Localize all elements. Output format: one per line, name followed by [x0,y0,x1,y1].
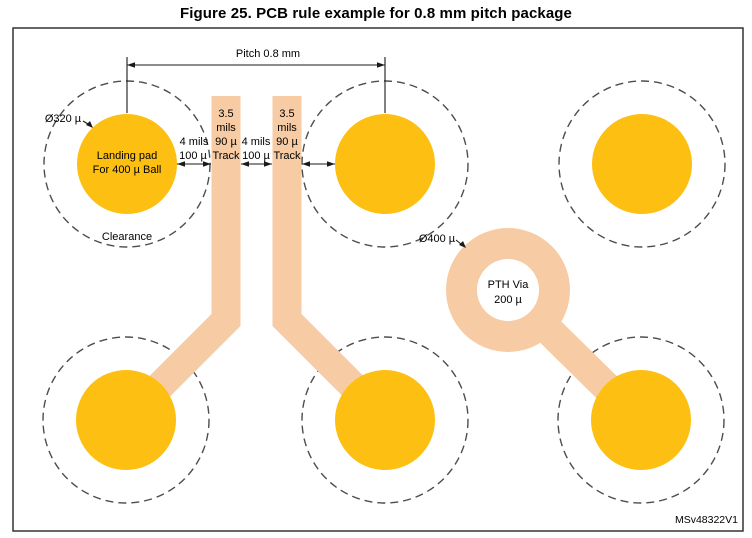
pad-diameter-pointer-arrow [86,121,93,128]
pth-via [446,228,570,352]
landing-pads [76,114,692,470]
landing-pad-top-middle [335,114,435,214]
track-right-label-line2: mils [277,122,297,134]
landing-pad-top-left [77,114,177,214]
clearance-circles [42,80,726,504]
gap1-arrow-right [203,161,211,167]
gap2-label-line1: 4 mils [242,136,271,148]
clearance-bottom-middle [301,336,469,504]
landing-pad-bottom-right [591,370,691,470]
gap2-label-line2: 100 µ [242,150,270,162]
gap1-arrow-left [177,161,185,167]
clearance-bottom-right [557,336,725,504]
landing-pad-bottom-left [76,370,176,470]
via-diameter-pointer-arrow [459,241,466,248]
landing-pad-label-line2: For 400 µ Ball [93,164,162,176]
pitch-arrow-left [127,62,135,68]
pitch-label: Pitch 0.8 mm [236,48,300,60]
gap2-arrow-left [241,161,249,167]
track-right-label-line1: 3.5 [279,108,294,120]
gap3-arrow-right [327,161,335,167]
dimension-lines [82,57,466,248]
clearance-top-right [558,80,726,248]
via-hole [477,259,539,321]
gap1-label-line2: 100 µ [179,150,207,162]
pad-diameter-pointer-line [82,120,89,125]
landing-pad-label-line1: Landing pad [97,150,158,162]
via-label-line1: PTH Via [488,279,530,291]
landing-pad-bottom-middle [335,370,435,470]
gap3-arrow-left [302,161,310,167]
gap1-label-line1: 4 mils [180,136,209,148]
track-left-label-line1: 3.5 [218,108,233,120]
via-diameter-label: Ø400 µ [419,233,456,245]
track-right-label-line4: Track [273,150,301,162]
pitch-arrow-right [377,62,385,68]
watermark-label: MSv48322V1 [675,514,738,526]
landing-pad-top-right [592,114,692,214]
track-left-label-line4: Track [212,150,240,162]
gap2-arrow-right [264,161,272,167]
via-label-line2: 200 µ [494,294,522,306]
track-left-label-line2: mils [216,122,236,134]
pad-diameter-label: Ø320 µ [45,113,82,125]
clearance-bottom-left [42,336,210,504]
diagram-labels: Pitch 0.8 mm Ø320 µ Landing pad For 400 … [45,48,738,526]
track-right-label-line3: 90 µ [276,136,298,148]
via-diameter-pointer-line [455,239,462,245]
clearance-label: Clearance [102,231,152,243]
track-left-label-line3: 90 µ [215,136,237,148]
figure-title: Figure 25. PCB rule example for 0.8 mm p… [180,5,572,22]
